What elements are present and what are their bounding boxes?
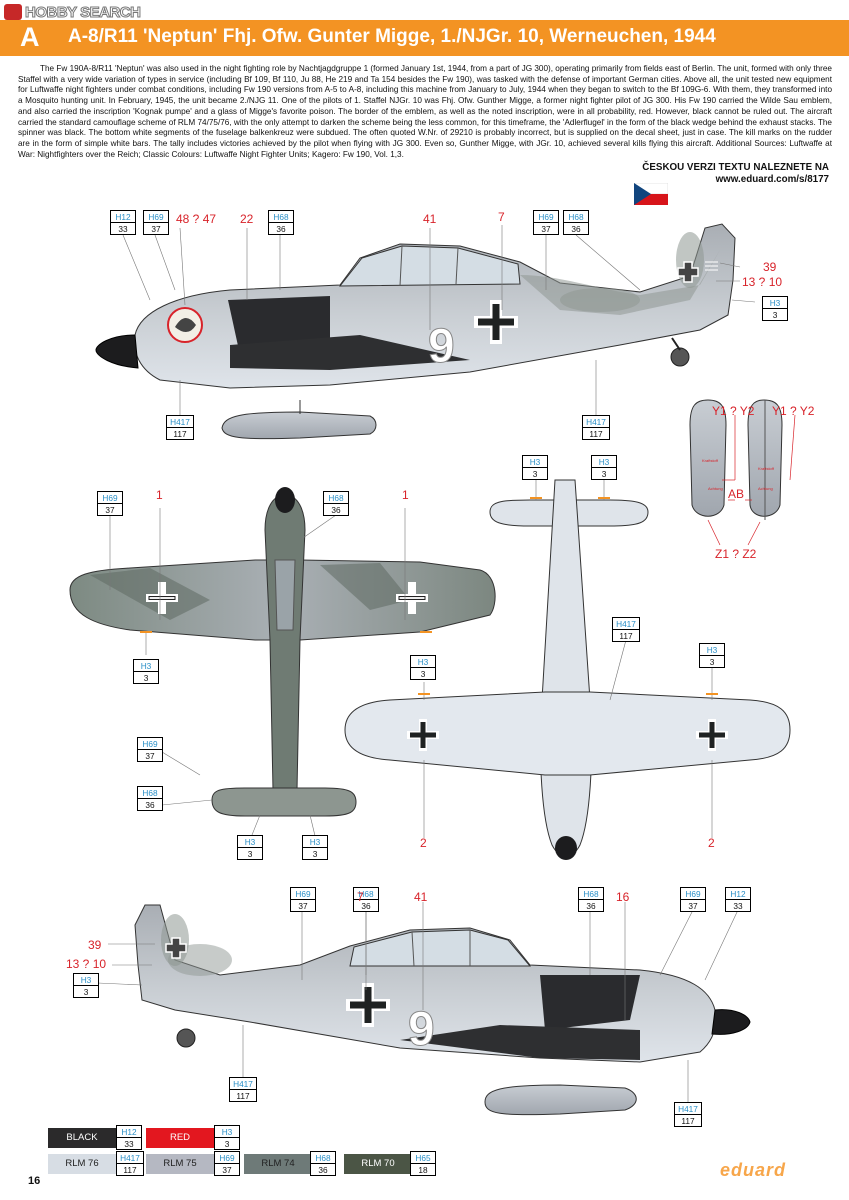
legend-chip-rlm70: RLM 70 — [344, 1154, 412, 1174]
callout-ab: AB — [728, 487, 745, 501]
callout-48-47: 48 ? 47 — [176, 212, 217, 226]
callout-7-side1: 7 — [498, 210, 505, 224]
profile-title: A-8/R11 'Neptun' Fhj. Ofw. Gunter Migge,… — [68, 26, 716, 47]
callout-y1-y2-right: Y1 ? Y2 — [772, 404, 815, 418]
callout-y1-y2-left: Y1 ? Y2 — [712, 404, 755, 418]
callout-13-10-side1: 13 ? 10 — [742, 275, 783, 289]
callout-7-side2: 7 — [357, 890, 364, 904]
profile-letter: A — [20, 22, 40, 52]
czech-url[interactable]: www.eduard.com/s/8177 — [715, 174, 829, 185]
czech-link[interactable]: ČESKOU VERZI TEXTU NALEZNETE NA www.edua… — [642, 162, 829, 186]
callout-39-side2: 39 — [88, 938, 102, 952]
legend-chip-black: BLACK — [48, 1128, 116, 1148]
callout-1-right: 1 — [402, 488, 409, 502]
callout-13-10-side2: 13 ? 10 — [66, 957, 107, 971]
title-bar: A A-8/R11 'Neptun' Fhj. Ofw. Gunter Migg… — [0, 20, 849, 56]
hobby-search-logo-icon — [4, 4, 22, 20]
svg-text:Kraftstoff: Kraftstoff — [758, 466, 775, 471]
hobby-search-watermark: HOBBY SEARCH — [4, 2, 141, 22]
side-profile-left: 9 — [95, 223, 756, 440]
description-text: The Fw 190A-8/R11 'Neptun' was also used… — [18, 64, 832, 159]
callout-2-right: 2 — [708, 836, 715, 850]
legend-chip-rlm74: RLM 74 — [244, 1154, 312, 1174]
czech-flag-icon — [634, 183, 668, 205]
side-profile-right: 9 — [97, 902, 751, 1116]
page-number: 16 — [28, 1175, 41, 1187]
callout-1-left: 1 — [156, 488, 163, 502]
top-view — [69, 487, 496, 841]
svg-text:Kraftstoff: Kraftstoff — [702, 458, 719, 463]
legend-chip-rlm75: RLM 75 — [146, 1154, 214, 1174]
legend-chip-rlm76: RLM 76 — [48, 1154, 116, 1174]
callout-16: 16 — [616, 890, 630, 904]
callout-41-side2: 41 — [414, 890, 428, 904]
svg-text:Achtung: Achtung — [758, 486, 773, 491]
callout-z1-z2: Z1 ? Z2 — [715, 547, 757, 561]
fuselage-number-left: 9 — [428, 320, 455, 373]
callout-22: 22 — [240, 212, 254, 226]
callout-2-left: 2 — [420, 836, 427, 850]
fuselage-number-right: 9 — [408, 1003, 435, 1056]
callout-39-side1: 39 — [763, 260, 777, 274]
czech-line-1: ČESKOU VERZI TEXTU NALEZNETE NA — [642, 162, 829, 173]
svg-text:Achtung: Achtung — [708, 486, 723, 491]
bottom-view — [344, 478, 791, 860]
legend-chip-red: RED — [146, 1128, 214, 1148]
callout-41-side1: 41 — [423, 212, 437, 226]
watermark-text: HOBBY SEARCH — [24, 3, 141, 21]
eduard-logo: eduard — [720, 1160, 787, 1180]
